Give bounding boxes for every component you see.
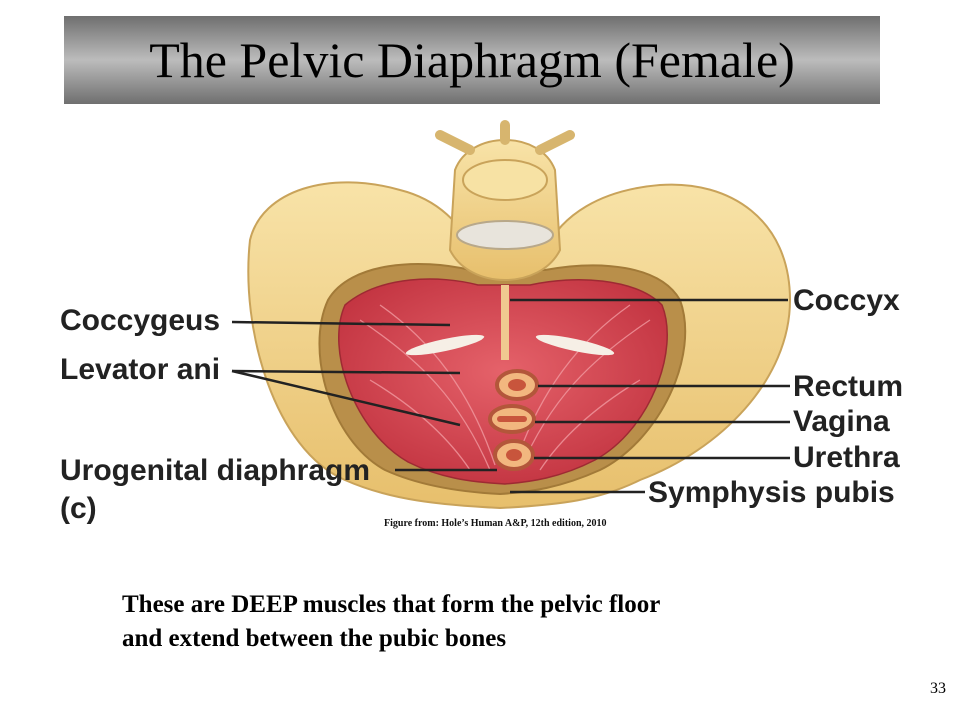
- caption-line-1: These are DEEP muscles that form the pel…: [122, 591, 661, 618]
- pelvic-floor-muscles: [338, 278, 668, 485]
- label-levator-ani: Levator ani: [60, 353, 221, 386]
- label-coccygeus: Coccygeus: [60, 304, 221, 337]
- label-urogenital-diaphragm: Urogenital diaphragm: [60, 454, 371, 487]
- label-vagina: Vagina: [793, 405, 890, 438]
- label-panel: (c): [60, 492, 97, 525]
- label-symphysis-pubis: Symphysis pubis: [648, 476, 895, 509]
- leader-lines: [231, 298, 790, 494]
- slide-title: The Pelvic Diaphragm (Female): [149, 32, 795, 88]
- slide-number: 33: [930, 680, 946, 697]
- pelvis-illustration: [231, 120, 792, 510]
- leader-coccygeus: [231, 320, 451, 327]
- label-urethra: Urethra: [793, 441, 900, 474]
- caption-line-2: and extend between the pubic bones: [122, 625, 507, 652]
- sacrum: [435, 120, 575, 281]
- title-bar: The Pelvic Diaphragm (Female): [64, 16, 880, 104]
- label-coccyx: Coccyx: [793, 284, 900, 317]
- figure-credit: Figure from: Hole’s Human A&P, 12th edit…: [384, 518, 607, 529]
- leader-levator-ani-1: [231, 369, 461, 375]
- label-rectum: Rectum: [793, 370, 904, 403]
- caption: These are DEEP muscles that form the pel…: [122, 588, 660, 656]
- leader-levator-ani-2: [231, 369, 461, 427]
